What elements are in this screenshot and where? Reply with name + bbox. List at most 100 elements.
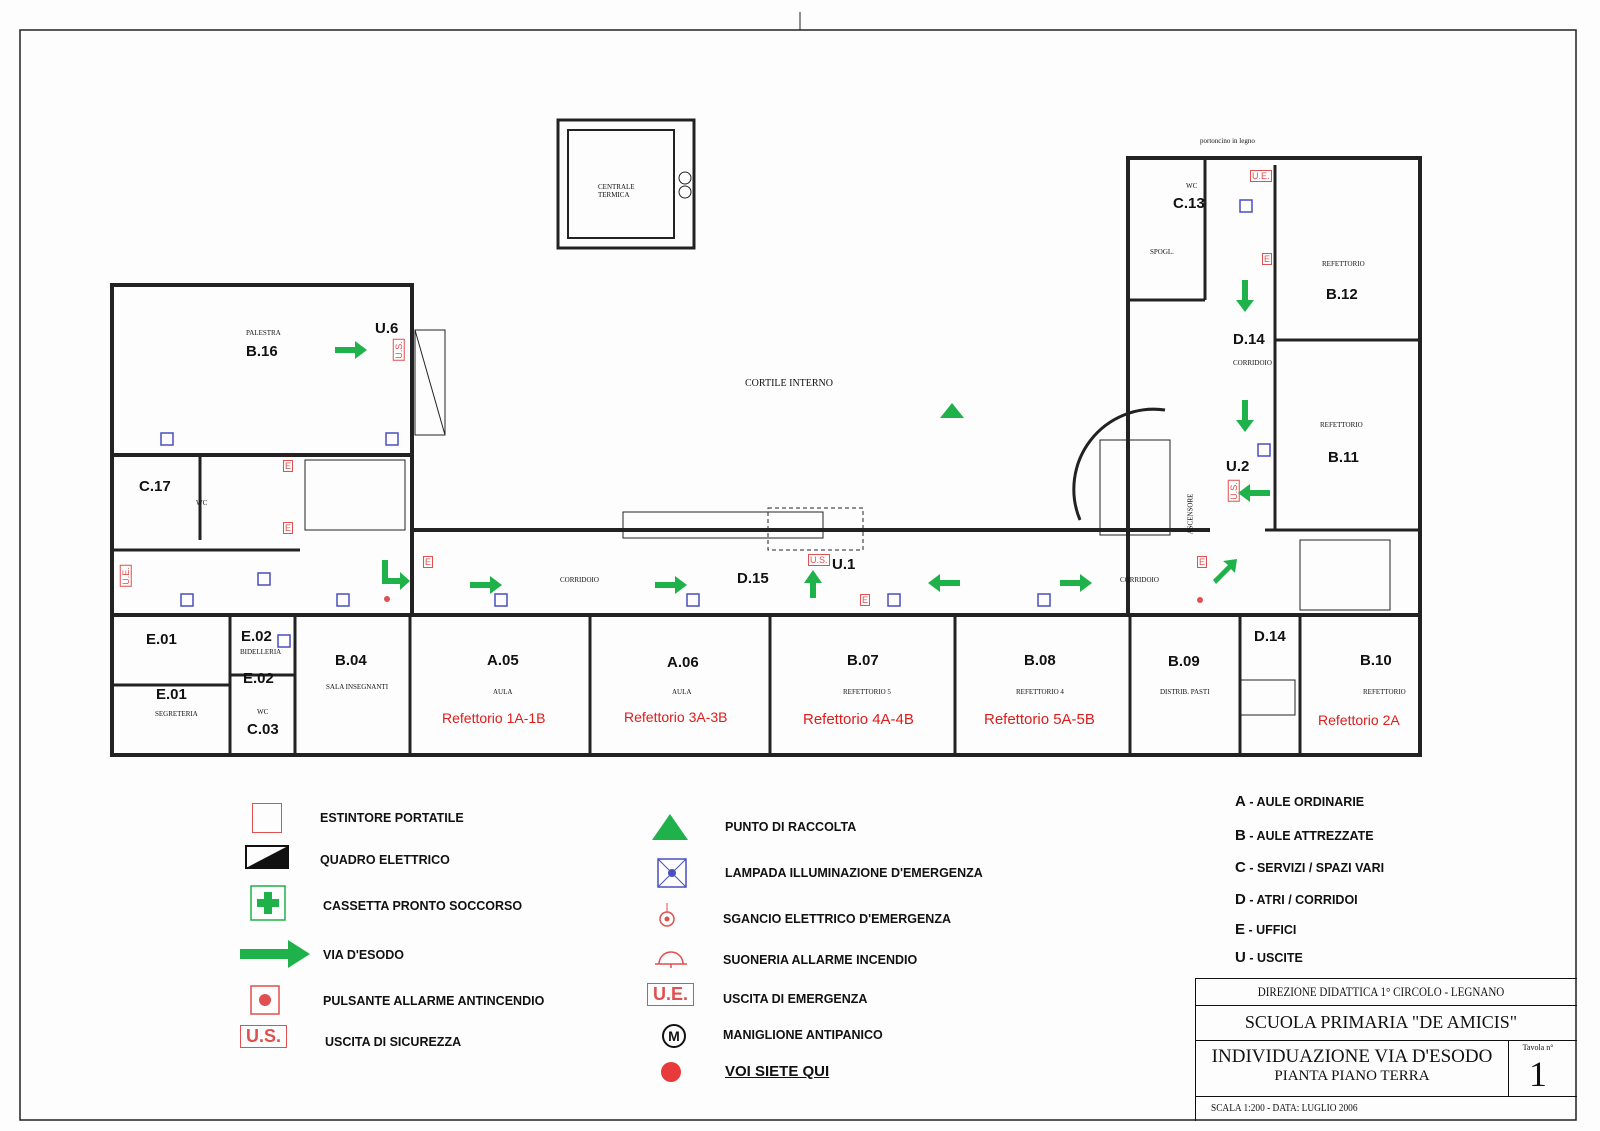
room-name: REFETTORIO 5 [843, 688, 891, 696]
category-item: D - ATRI / CORRIDOI [1235, 891, 1358, 908]
emergency-lamps [160, 199, 1271, 648]
power-cutoff-icon [659, 903, 675, 927]
room-name: SEGRETERIA [155, 710, 198, 718]
exit-code: U.1 [832, 556, 856, 573]
safety-exit-mark: U.S. [808, 554, 830, 566]
room-code: D.14 [1233, 331, 1265, 348]
refectory-label: Refettorio 5A-5B [984, 711, 1095, 728]
emergency-exit-mark: U.E. [1250, 170, 1272, 182]
room-code: E.02 [243, 670, 274, 687]
room-code: E.02 [241, 628, 272, 645]
room-name: AULA [493, 688, 513, 696]
exit-arrow-icon [240, 940, 310, 968]
extinguisher-mark: E [1262, 253, 1273, 265]
courtyard-label: CORTILE INTERNO [745, 378, 833, 389]
room-name: SPOGL. [1150, 248, 1174, 256]
room-name: WC [196, 499, 208, 507]
room-name: DISTRIB. PASTI [1160, 688, 1210, 696]
room-name: BIDELLERIA [240, 648, 282, 656]
refectory-label: Refettorio 1A-1B [442, 710, 546, 726]
room-code: B.10 [1360, 652, 1392, 669]
category-item: A - AULE ORDINARIE [1235, 793, 1365, 810]
fire-bell-icon [655, 951, 687, 968]
room-code: D.14 [1254, 628, 1286, 645]
legend-label: SUONERIA ALLARME INCENDIO [723, 953, 918, 967]
category-item: U - USCITE [1235, 949, 1303, 966]
ground-floor-rooms-row [110, 613, 1422, 757]
scale-date: SCALA 1:200 - DATA: LUGLIO 2006 [1211, 1102, 1358, 1114]
legend-label: USCITA DI EMERGENZA [723, 992, 868, 1006]
legend-label: VIA D'ESODO [323, 948, 404, 962]
extinguisher-mark: E [1197, 556, 1208, 568]
refectory-label: Refettorio 2A [1318, 712, 1400, 728]
room-code: B.08 [1024, 652, 1056, 669]
room-code: B.11 [1328, 449, 1359, 466]
room-name: REFETTORIO [1363, 688, 1406, 696]
room-name: CORRIDOIO [1233, 359, 1272, 367]
room-name: WC [257, 708, 269, 716]
room-code: C.13 [1173, 195, 1205, 212]
fire-alarm-button-icon [250, 985, 280, 1015]
authority-label: DIREZIONE DIDATTICA 1° CIRCOLO - LEGNANO [1257, 984, 1505, 999]
extinguisher-mark: E [860, 594, 871, 606]
legend-label: QUADRO ELETTRICO [320, 853, 450, 867]
elevator-label: ASCENSORE [1186, 493, 1195, 535]
safety-exit-icon: U.S. [240, 1025, 288, 1048]
room-code: B.07 [847, 652, 879, 669]
legend-label: PUNTO DI RACCOLTA [725, 820, 857, 834]
room-name: AULA [672, 688, 692, 696]
category-item: E - UFFICI [1235, 921, 1297, 938]
exit-code: U.2 [1226, 458, 1250, 475]
map-title: INDIVIDUAZIONE VIA D'ESODO [1211, 1046, 1493, 1067]
room-name: REFETTORIO [1322, 260, 1365, 268]
emergency-exit-icon: U.E. [647, 983, 695, 1006]
exit-code: U.6 [375, 320, 399, 337]
you-are-here-icon [661, 1062, 681, 1082]
category-item: B - AULE ATTREZZATE [1235, 827, 1374, 844]
legend-label: USCITA DI SICUREZZA [325, 1035, 462, 1049]
right-wing [1126, 156, 1422, 617]
safety-exit-mark: U.S. [392, 339, 405, 361]
school-name: SCUOLA PRIMARIA "DE AMICIS" [1244, 1012, 1518, 1032]
sheet-border [19, 29, 1577, 1121]
room-code: C.17 [139, 478, 171, 495]
legend-label: SGANCIO ELETTRICO D'EMERGENZA [723, 912, 951, 926]
exit-route-arrows [335, 280, 1270, 598]
extinguisher-mark: E [283, 522, 294, 534]
room-name: REFETTORIO 4 [1016, 688, 1064, 696]
room-code: C.03 [247, 721, 279, 738]
room-code: B.09 [1168, 653, 1200, 670]
legend-label: VOI SIETE QUI [725, 1063, 830, 1080]
emergency-lamp-icon [657, 858, 687, 888]
room-code: D.15 [737, 570, 769, 587]
corridor-label: CORRIDOIO [1120, 576, 1159, 584]
central-heating-building [556, 118, 696, 250]
gym-b16 [110, 283, 414, 457]
room-name: PALESTRA [246, 329, 281, 337]
sheet-label: Tavola n° [1522, 1043, 1554, 1052]
legend-label: LAMPADA ILLUMINAZIONE D'EMERGENZA [725, 866, 983, 880]
corridor-label: CORRIDOIO [560, 576, 599, 584]
panic-bar-icon: M [662, 1024, 686, 1048]
electrical-panel-icon [245, 845, 289, 869]
map-subtitle: PIANTA PIANO TERRA [1274, 1068, 1430, 1084]
room-code: E.01 [146, 631, 177, 648]
room-code: B.12 [1326, 286, 1358, 303]
legend-label: MANIGLIONE ANTIPANICO [723, 1028, 883, 1042]
room-code: B.16 [246, 343, 278, 360]
extinguisher-mark: E [283, 460, 294, 472]
emergency-exit-mark: U.E. [119, 565, 132, 587]
sheet-number: 1 [1529, 1054, 1547, 1094]
room-code: E.01 [156, 686, 187, 703]
room-code: A.06 [667, 654, 699, 671]
refectory-label: Refettorio 3A-3B [624, 709, 728, 725]
extinguisher-mark: E [423, 556, 434, 568]
door-note: portoncino in legno [1200, 137, 1255, 145]
legend-label: CASSETTA PRONTO SOCCORSO [323, 899, 523, 913]
room-code: B.04 [335, 652, 367, 669]
room-name: WC [1186, 182, 1198, 190]
assembly-point-marker [940, 403, 964, 418]
assembly-point-icon [652, 814, 688, 840]
